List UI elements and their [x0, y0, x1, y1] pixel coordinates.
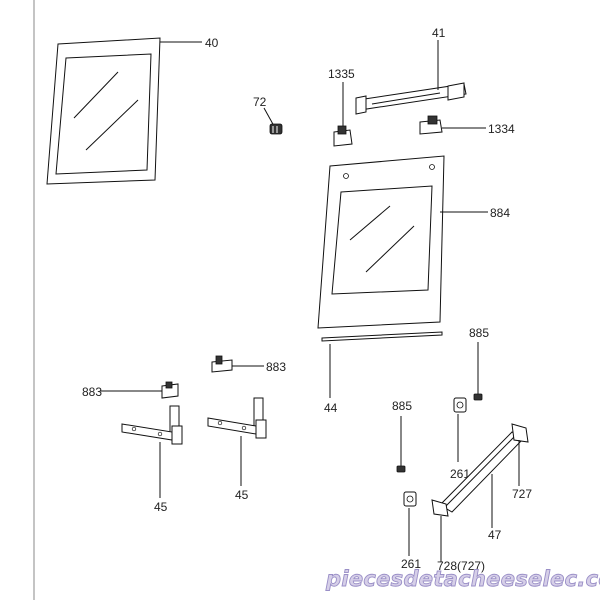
part-40-outer-glass	[46, 37, 202, 185]
label-44: 44	[324, 401, 338, 415]
label-261-upper: 261	[450, 467, 470, 481]
part-885-screw-middle	[396, 416, 406, 473]
label-72: 72	[253, 95, 267, 109]
label-727: 727	[512, 487, 532, 501]
label-41: 41	[432, 26, 446, 40]
part-47-door-handle	[431, 423, 529, 528]
label-1334: 1334	[488, 122, 515, 136]
part-44-bottom-strip	[321, 331, 443, 398]
label-885-right: 885	[469, 326, 489, 340]
part-883-clip-right	[211, 355, 264, 373]
label-883-left: 883	[82, 385, 102, 399]
label-45-right: 45	[235, 488, 249, 502]
label-884: 884	[490, 206, 510, 220]
label-883-right: 883	[266, 360, 286, 374]
part-261-cap-upper	[453, 397, 467, 462]
part-261-cap-lower	[403, 491, 417, 556]
label-728: 728(727)	[437, 559, 485, 573]
part-72-clip	[263, 107, 283, 135]
label-261-lower: 261	[401, 557, 421, 571]
part-885-screw-right	[473, 342, 483, 401]
watermark-text: piecesdetacheeselec.com	[325, 567, 600, 591]
part-45-hinge-left	[121, 405, 183, 498]
label-885-middle: 885	[392, 399, 412, 413]
part-884-inner-glass	[317, 155, 488, 329]
label-45-left: 45	[154, 500, 168, 514]
part-1335-bracket	[333, 82, 353, 147]
part-883-clip-left	[100, 381, 179, 399]
part-41-top-frame	[355, 40, 467, 115]
part-45-hinge-right	[207, 397, 267, 486]
label-1335: 1335	[328, 67, 355, 81]
label-47: 47	[488, 528, 502, 542]
label-40: 40	[205, 36, 219, 50]
part-1334-bracket	[419, 115, 486, 135]
